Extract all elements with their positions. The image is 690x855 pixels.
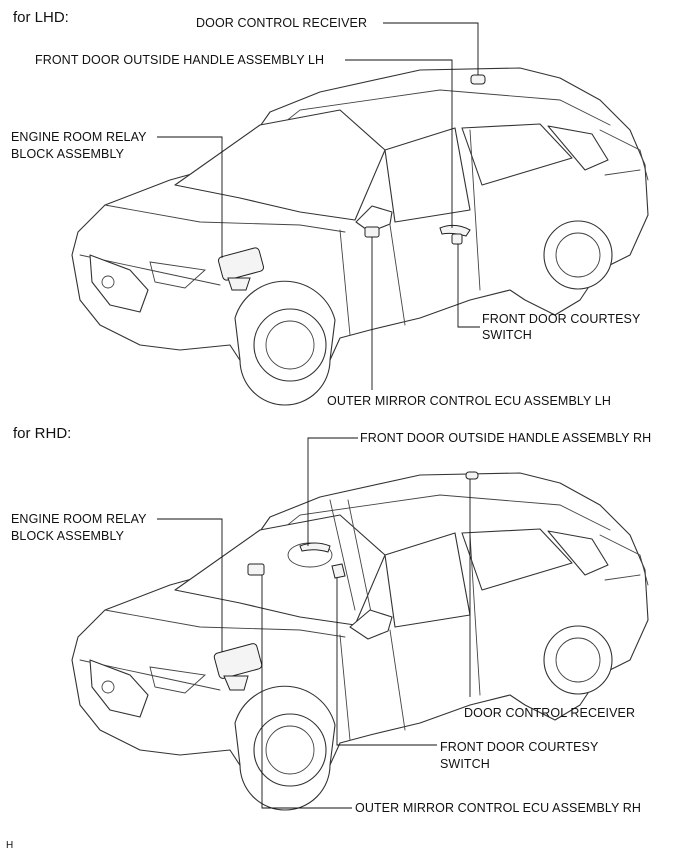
lhd-front-door-outside-handle-label: FRONT DOOR OUTSIDE HANDLE ASSEMBLY LH xyxy=(35,53,325,67)
rhd-courtesy-switch xyxy=(331,563,346,579)
lhd-heading: for LHD: xyxy=(13,9,69,26)
rhd-courtesy-switch-label-1: FRONT DOOR COURTESY xyxy=(440,740,599,754)
rhd-engine-room-relay-label-1: ENGINE ROOM RELAY xyxy=(11,512,147,526)
lhd-relay-block-bracket xyxy=(227,277,251,291)
leader-lhd-relay-block xyxy=(157,136,223,258)
lhd-engine-room-relay-block xyxy=(218,247,264,281)
lhd-outer-mirror-ecu xyxy=(364,226,380,238)
leader-lhd-courtesy xyxy=(457,244,480,328)
leader-rhd-mirror-ecu xyxy=(261,575,352,809)
rhd-courtesy-switch-label-2: SWITCH xyxy=(440,757,490,771)
lhd-courtesy-switch-label-2: SWITCH xyxy=(482,328,532,342)
rhd-outer-mirror-ecu xyxy=(247,563,265,576)
rhd-engine-room-relay-label-2: BLOCK ASSEMBLY xyxy=(11,529,125,543)
rhd-front-door-outside-handle-label: FRONT DOOR OUTSIDE HANDLE ASSEMBLY RH xyxy=(360,431,652,445)
rhd-engine-room-relay-block xyxy=(213,643,263,679)
rhd-outside-handle xyxy=(299,542,331,553)
rhd-door-control-receiver-label: DOOR CONTROL RECEIVER xyxy=(464,706,636,720)
lhd-courtesy-switch xyxy=(451,233,463,245)
leader-rhd-outside-handle xyxy=(307,437,358,546)
lhd-door-control-receiver xyxy=(470,74,486,85)
leader-lhd-door-receiver xyxy=(383,22,479,75)
rhd-heading: for RHD: xyxy=(13,425,72,442)
figure-code: H xyxy=(6,840,14,851)
rhd-outer-mirror-ecu-label: OUTER MIRROR CONTROL ECU ASSEMBLY RH xyxy=(355,801,642,815)
lhd-engine-room-relay-label-1: ENGINE ROOM RELAY xyxy=(11,130,147,144)
leader-lhd-outside-handle xyxy=(345,59,453,228)
lhd-engine-room-relay-label-2: BLOCK ASSEMBLY xyxy=(11,147,125,161)
rhd-door-control-receiver xyxy=(465,471,479,480)
leader-rhd-relay-block xyxy=(157,518,223,652)
lhd-courtesy-switch-label-1: FRONT DOOR COURTESY xyxy=(482,312,641,326)
lhd-outside-handle xyxy=(439,224,471,237)
rhd-relay-block-bracket xyxy=(223,675,249,691)
lhd-door-control-receiver-label: DOOR CONTROL RECEIVER xyxy=(196,16,368,30)
lhd-car-drawing xyxy=(71,67,649,406)
lhd-outer-mirror-ecu-label: OUTER MIRROR CONTROL ECU ASSEMBLY LH xyxy=(327,394,611,408)
rhd-car-drawing xyxy=(71,472,649,811)
leader-rhd-courtesy xyxy=(336,578,437,746)
